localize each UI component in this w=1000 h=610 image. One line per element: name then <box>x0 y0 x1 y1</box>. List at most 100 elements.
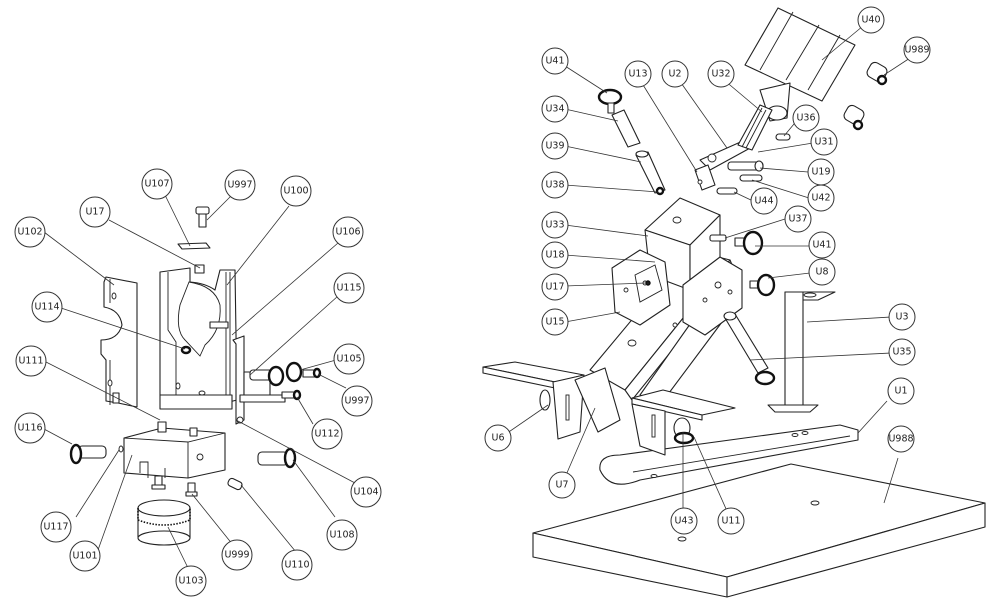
callout-u39[interactable]: U39 <box>541 132 569 160</box>
svg-text:U44: U44 <box>754 196 773 207</box>
callout-u101[interactable]: U101 <box>69 540 101 572</box>
callout-u35[interactable]: U35 <box>888 338 916 366</box>
callout-u100[interactable]: U100 <box>280 175 312 207</box>
part-u106-block <box>209 321 229 329</box>
svg-text:U11: U11 <box>721 516 740 527</box>
callout-u33[interactable]: U33 <box>541 211 569 239</box>
part-u100-clamp-body <box>159 267 238 409</box>
callout-u116[interactable]: U116 <box>14 412 46 444</box>
callout-u37[interactable]: U37 <box>784 205 812 233</box>
part-u101-lower-block <box>123 427 226 479</box>
callout-balloons: U107 U997 U17 U100 U102 U106 U115 U114 U… <box>14 6 931 597</box>
callout-u7[interactable]: U7 <box>548 471 576 499</box>
part-u1-rail <box>599 424 859 485</box>
callout-u115[interactable]: U115 <box>333 272 365 304</box>
callout-u1[interactable]: U1 <box>887 377 915 405</box>
part-u38-screw <box>655 186 665 196</box>
callout-u31[interactable]: U31 <box>810 128 838 156</box>
svg-text:U110: U110 <box>284 560 309 571</box>
part-u989-fitting-2 <box>843 104 865 131</box>
part-clamp-base <box>159 394 233 410</box>
part-u44-pin <box>716 187 738 195</box>
callout-u18[interactable]: U18 <box>541 241 569 269</box>
svg-text:U38: U38 <box>545 180 564 191</box>
svg-text:U41: U41 <box>545 56 564 67</box>
callout-u111[interactable]: U111 <box>15 345 47 377</box>
svg-text:U115: U115 <box>336 283 361 294</box>
callout-u40[interactable]: U40 <box>857 6 885 34</box>
part-u40-cylinder <box>744 7 856 122</box>
callout-u19[interactable]: U19 <box>807 158 835 186</box>
right-assembly <box>482 7 986 598</box>
callout-u3[interactable]: U3 <box>888 303 916 331</box>
callout-u989[interactable]: U989 <box>903 36 931 64</box>
callout-u42[interactable]: U42 <box>807 184 835 212</box>
svg-text:U39: U39 <box>545 141 564 152</box>
callout-u43[interactable]: U43 <box>670 507 698 535</box>
leader-lines <box>43 25 911 571</box>
svg-text:U13: U13 <box>628 69 647 80</box>
callout-u997-side[interactable]: U997 <box>341 385 373 417</box>
callout-u11[interactable]: U11 <box>717 507 745 535</box>
callout-u15[interactable]: U15 <box>541 308 569 336</box>
callout-u108[interactable]: U108 <box>326 519 358 551</box>
svg-text:U37: U37 <box>788 214 807 225</box>
callout-u103[interactable]: U103 <box>175 565 207 597</box>
callout-u6[interactable]: U6 <box>484 424 512 452</box>
callout-u32[interactable]: U32 <box>707 60 735 88</box>
callout-u107[interactable]: U107 <box>141 168 173 200</box>
svg-text:U2: U2 <box>669 69 682 80</box>
callout-u117[interactable]: U117 <box>40 511 72 543</box>
part-side-clamp-block <box>611 249 671 326</box>
part-u103-dial <box>137 499 191 546</box>
svg-text:U36: U36 <box>796 113 815 124</box>
callout-u105[interactable]: U105 <box>333 343 365 375</box>
callout-u106[interactable]: U106 <box>332 216 364 248</box>
callout-u114[interactable]: U114 <box>31 291 63 323</box>
part-u988-base-plate <box>532 463 986 598</box>
callout-u102[interactable]: U102 <box>14 216 46 248</box>
callout-u999[interactable]: U999 <box>221 539 253 571</box>
svg-text:U997: U997 <box>344 396 369 407</box>
part-u41-knob-top <box>597 88 623 106</box>
callout-u17-right[interactable]: U17 <box>541 273 569 301</box>
callout-u8[interactable]: U8 <box>808 258 836 286</box>
svg-text:U41: U41 <box>812 240 831 251</box>
part-u997-screw-side <box>302 367 322 379</box>
callout-u36[interactable]: U36 <box>792 104 820 132</box>
svg-text:U17: U17 <box>545 282 564 293</box>
part-u112-screw <box>281 389 302 401</box>
callout-u112[interactable]: U112 <box>311 418 343 450</box>
callout-u17-left[interactable]: U17 <box>79 196 111 228</box>
callout-u997-top[interactable]: U997 <box>224 169 256 201</box>
part-u2-linkage <box>694 104 791 195</box>
svg-text:U34: U34 <box>545 104 564 115</box>
part-u8-knob <box>749 273 776 297</box>
part-u989-fitting-1 <box>866 61 888 86</box>
callout-u988[interactable]: U988 <box>887 425 915 453</box>
svg-text:U102: U102 <box>17 227 42 238</box>
svg-text:U106: U106 <box>335 227 360 238</box>
callout-u110[interactable]: U110 <box>281 549 313 581</box>
svg-text:U117: U117 <box>43 522 68 533</box>
svg-text:U988: U988 <box>888 434 913 445</box>
svg-text:U42: U42 <box>811 193 830 204</box>
callout-u34[interactable]: U34 <box>541 95 569 123</box>
part-u36-pin <box>775 133 791 141</box>
svg-text:U999: U999 <box>224 550 249 561</box>
callout-u2[interactable]: U2 <box>661 60 689 88</box>
part-u39-pin <box>635 150 666 196</box>
callout-u41-top[interactable]: U41 <box>541 47 569 75</box>
part-u117-pin <box>118 445 124 453</box>
callout-u38[interactable]: U38 <box>541 171 569 199</box>
callout-u13[interactable]: U13 <box>624 60 652 88</box>
callout-u44[interactable]: U44 <box>750 187 778 215</box>
callout-u104[interactable]: U104 <box>350 476 382 508</box>
svg-text:U40: U40 <box>861 15 880 26</box>
svg-text:U33: U33 <box>545 220 564 231</box>
callout-u41-mid[interactable]: U41 <box>808 231 836 259</box>
part-u37-pin <box>709 234 727 242</box>
svg-text:U108: U108 <box>329 530 354 541</box>
